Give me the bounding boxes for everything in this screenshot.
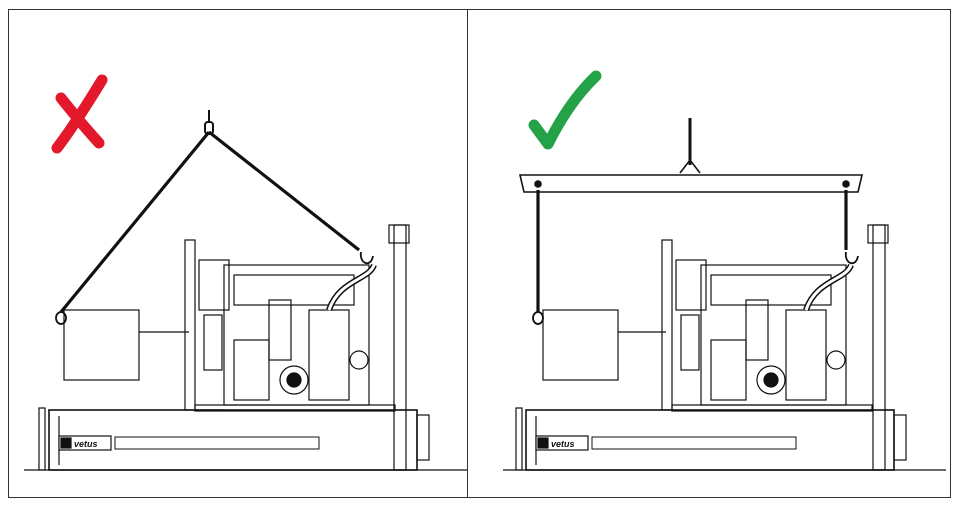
svg-text:vetus: vetus	[551, 439, 575, 449]
brand-logo: vetus	[535, 435, 589, 451]
generator-drawing: vetus	[503, 224, 946, 471]
lifting-slings	[55, 110, 374, 325]
checkmark-icon	[528, 70, 602, 150]
crane-hook-icon	[204, 110, 214, 135]
incorrect-lifting-panel: vetus	[8, 9, 489, 498]
sling-hook-icon	[55, 251, 374, 325]
spreader-beam	[518, 118, 864, 193]
sling-hook-icon	[532, 251, 859, 325]
brand-logo: vetus	[58, 435, 112, 451]
incorrect-lifting-diagram: vetus	[24, 74, 479, 471]
generator-drawing: vetus	[24, 224, 479, 471]
svg-text:vetus: vetus	[74, 439, 98, 449]
correct-lifting-panel: vetus	[467, 9, 951, 498]
cross-icon	[51, 74, 108, 154]
correct-lifting-diagram: vetus	[503, 70, 946, 471]
